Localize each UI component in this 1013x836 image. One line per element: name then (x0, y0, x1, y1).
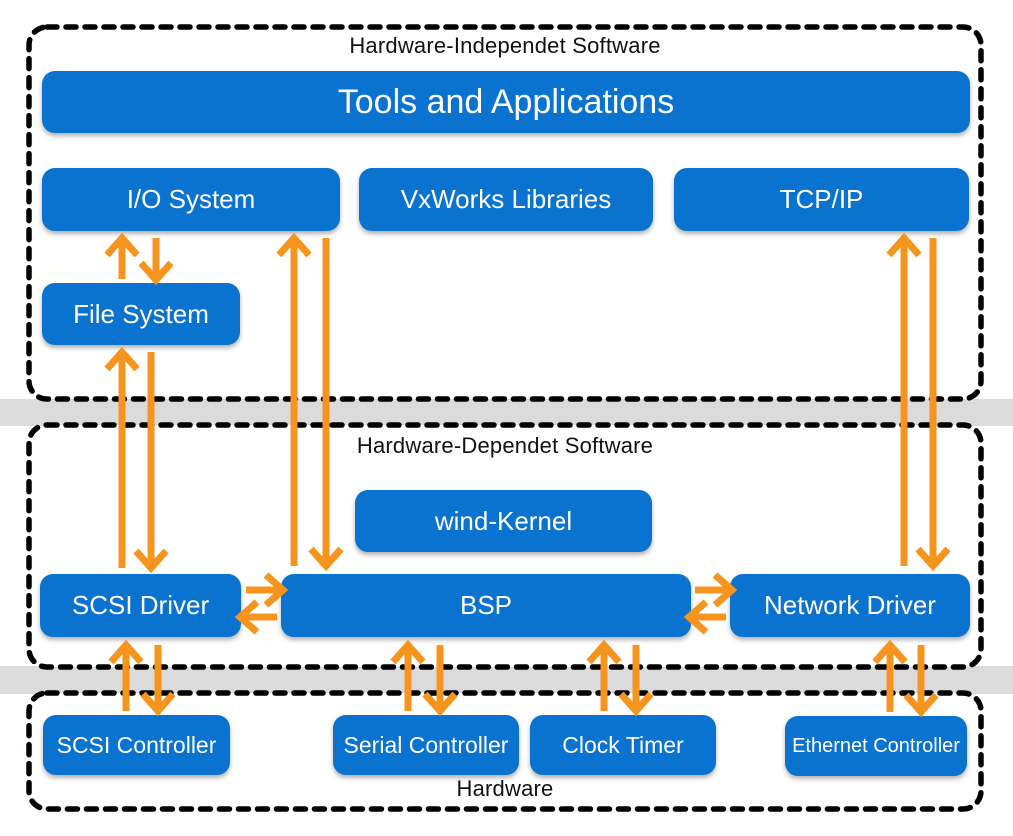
node-wind-kernel: wind-Kernel (355, 490, 652, 552)
node-tools-and-applications: Tools and Applications (42, 71, 970, 133)
node-scsi-driver: SCSI Driver (40, 574, 241, 637)
layer-title-hardware: Hardware (456, 776, 554, 801)
node-tcp-ip: TCP/IP (674, 168, 969, 231)
node-vxworks-libraries: VxWorks Libraries (359, 168, 653, 231)
node-ethernet-controller: Ethernet Controller (785, 716, 967, 776)
layer-title-hardware-independent: Hardware-Independet Software (349, 33, 661, 58)
layer-title-hardware-dependent: Hardware-Dependet Software (356, 433, 654, 458)
node-network-driver: Network Driver (730, 574, 970, 637)
node-clock-timer: Clock Timer (530, 715, 716, 775)
node-io-system: I/O System (42, 168, 340, 231)
node-file-system: File System (42, 283, 240, 345)
node-scsi-controller: SCSI Controller (43, 715, 230, 775)
node-bsp: BSP (281, 574, 691, 637)
node-serial-controller: Serial Controller (333, 715, 519, 775)
layer-gap-band-top (0, 399, 1013, 426)
